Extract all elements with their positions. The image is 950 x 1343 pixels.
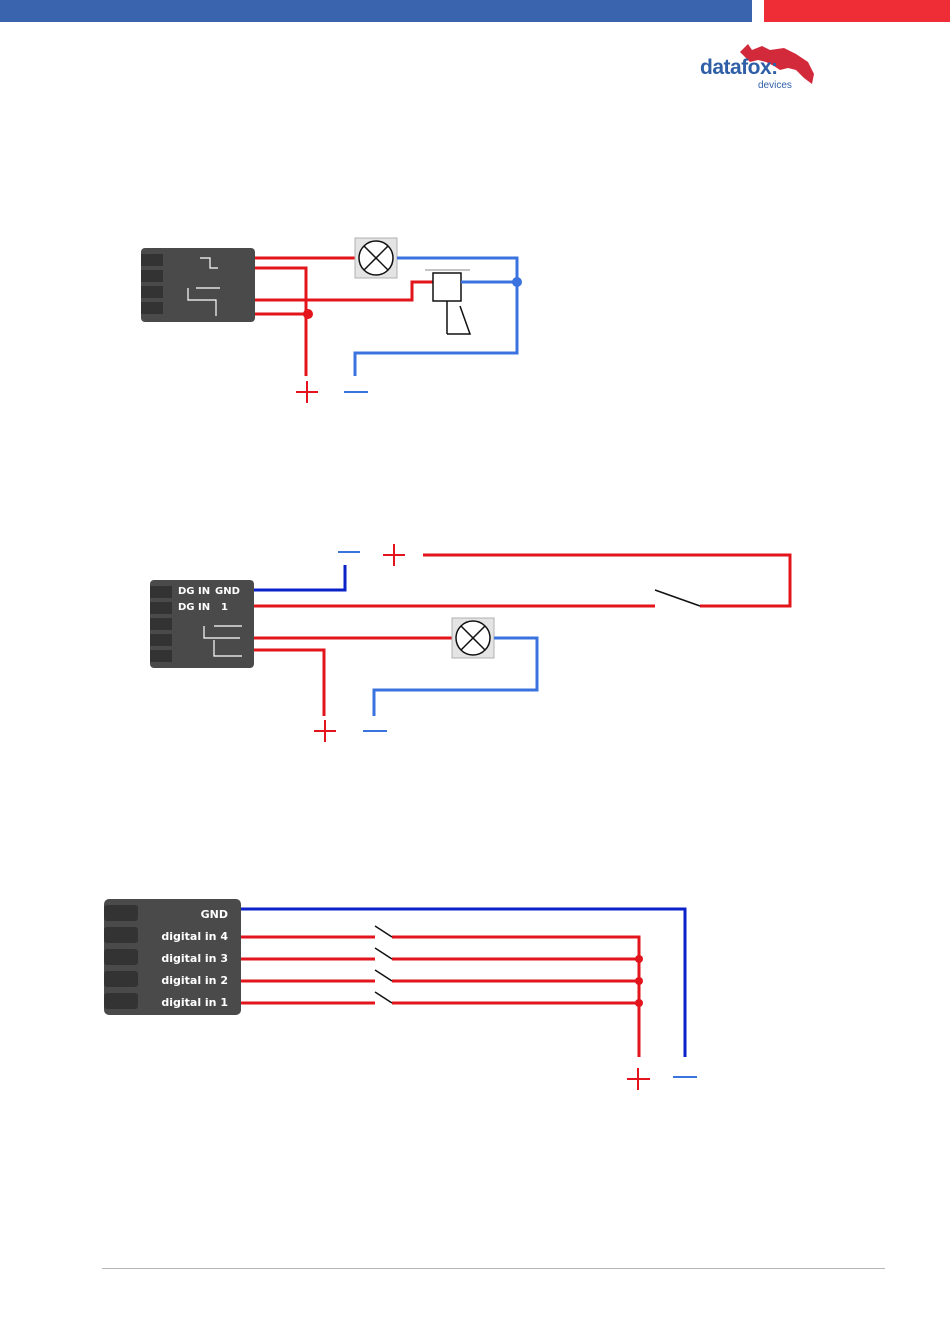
footer-divider (102, 1268, 885, 1269)
gnd-wire (241, 909, 685, 1057)
plus-sign (627, 1068, 650, 1090)
digital-in-4-label: digital in 4 (161, 930, 228, 943)
junction-dots (635, 955, 643, 1007)
red-wires-3 (241, 937, 639, 1057)
digital-in-2-label: digital in 2 (161, 974, 228, 987)
connector-block-3: GND digital in 4 digital in 3 digital in… (104, 899, 241, 1015)
digital-in-3-label: digital in 3 (161, 952, 228, 965)
gnd-label: GND (201, 908, 228, 921)
switch-icon (375, 926, 392, 1003)
digital-in-1-label: digital in 1 (161, 996, 228, 1009)
